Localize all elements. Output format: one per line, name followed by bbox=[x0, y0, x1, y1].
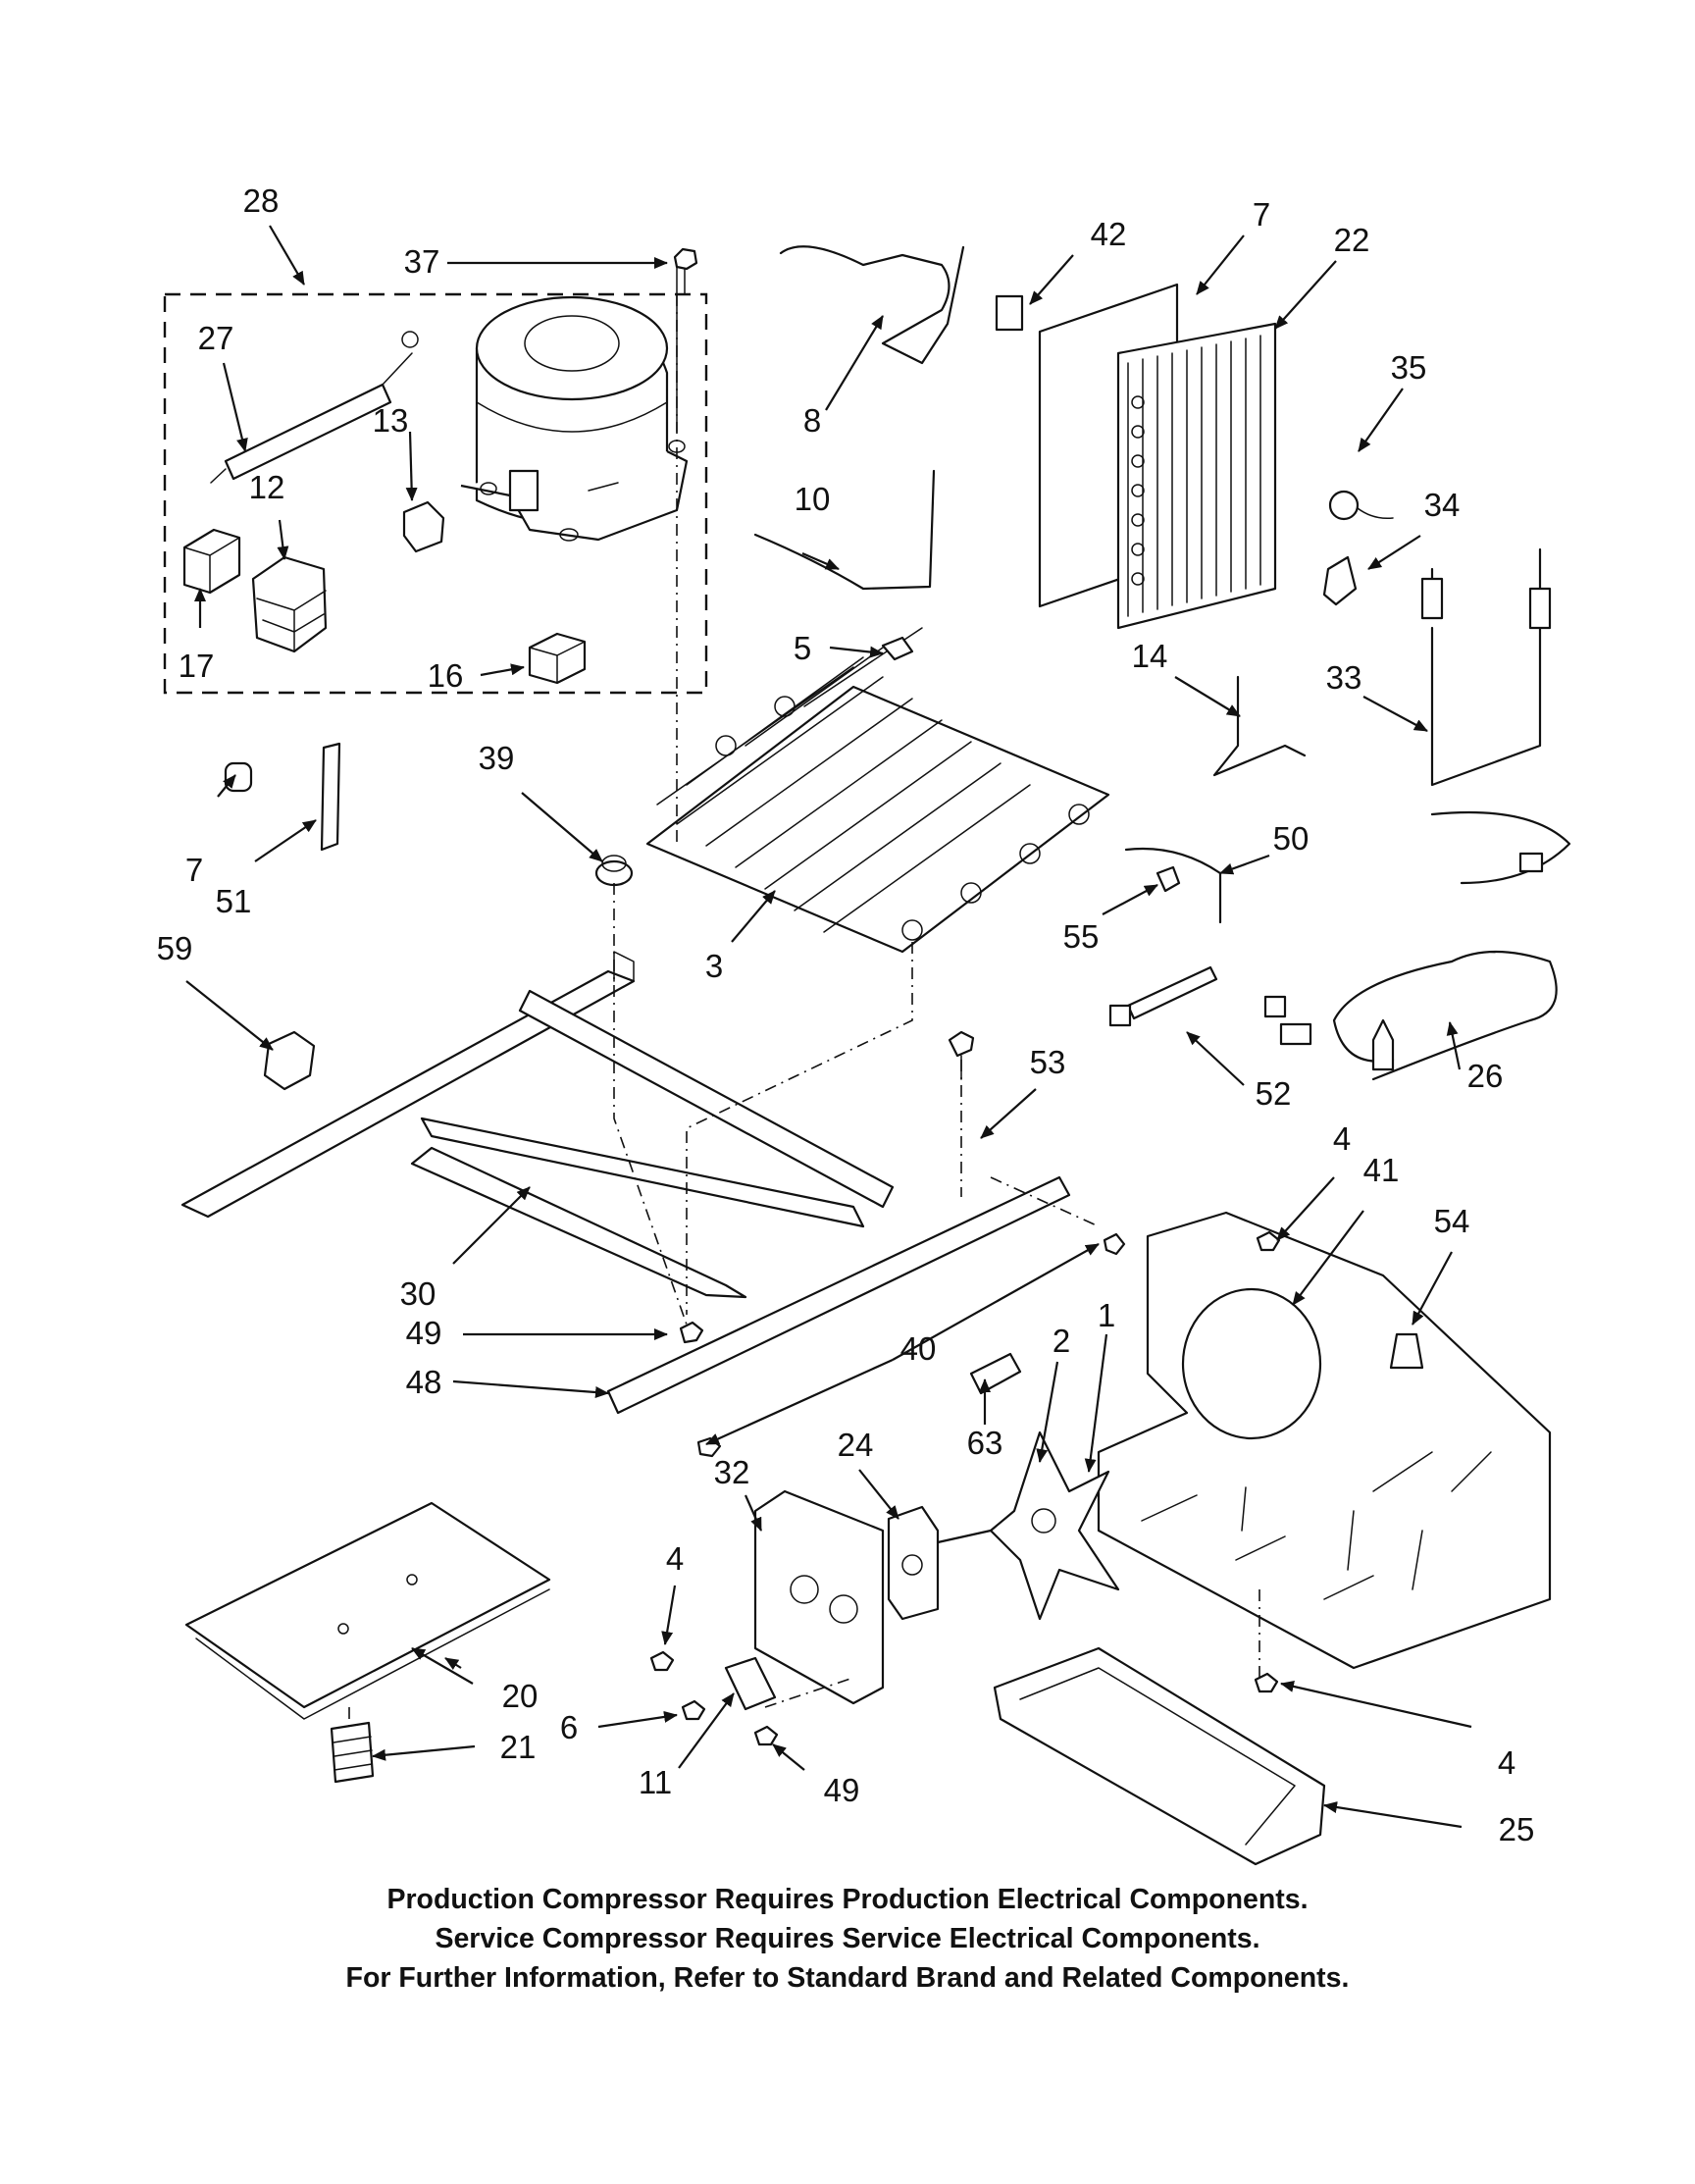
callout-label: 1 bbox=[1098, 1297, 1115, 1333]
callout-label: 14 bbox=[1132, 638, 1168, 674]
callout-label: 8 bbox=[803, 402, 821, 439]
callout-label: 42 bbox=[1091, 216, 1127, 252]
callout-label: 39 bbox=[479, 740, 515, 776]
callout-label: 32 bbox=[714, 1454, 750, 1490]
fan-motor-drawing bbox=[887, 1505, 993, 1621]
screw-53-drawing bbox=[948, 1030, 975, 1080]
callout-labels: 28 37 27 13 12 17 16 8 10 42 7 22 35 34 … bbox=[157, 182, 1535, 1847]
callout-label: 13 bbox=[373, 402, 409, 439]
centerlines bbox=[348, 294, 1260, 1733]
callout-label: 49 bbox=[824, 1772, 860, 1808]
callout-label: 16 bbox=[428, 657, 464, 694]
callout-label: 37 bbox=[404, 243, 440, 280]
thermistor-35-drawing bbox=[1328, 490, 1394, 521]
tube-10-drawing bbox=[753, 469, 936, 591]
tube-33-drawing bbox=[1420, 547, 1552, 787]
callout-label: 63 bbox=[967, 1425, 1003, 1461]
relay-drawing bbox=[251, 555, 328, 653]
callout-label: 51 bbox=[216, 883, 252, 919]
callout-label: 50 bbox=[1273, 820, 1310, 857]
callout-label: 52 bbox=[1256, 1075, 1292, 1112]
leader-lines bbox=[185, 225, 1472, 1829]
cover-panel-drawing bbox=[184, 1501, 551, 1720]
tube-8-drawing bbox=[779, 245, 965, 365]
cone-54-drawing bbox=[1389, 1332, 1424, 1370]
callout-label: 27 bbox=[198, 320, 234, 356]
spacer-63-drawing bbox=[969, 1352, 1022, 1395]
note-line: Production Compressor Requires Productio… bbox=[386, 1884, 1309, 1915]
bracket-32-drawing bbox=[753, 1489, 885, 1705]
callout-label: 5 bbox=[794, 630, 811, 666]
callout-label: 4 bbox=[1333, 1120, 1351, 1157]
relay-cover-drawing bbox=[528, 632, 587, 685]
callout-label: 55 bbox=[1063, 918, 1100, 955]
note-line: For Further Information, Refer to Standa… bbox=[345, 1962, 1350, 1994]
screw-37-drawing bbox=[673, 247, 698, 295]
callout-label: 28 bbox=[243, 182, 280, 219]
bracket-50-drawing bbox=[1124, 847, 1222, 924]
callout-label: 22 bbox=[1334, 222, 1370, 258]
callout-label: 33 bbox=[1326, 659, 1362, 696]
note-line: Service Compressor Requires Service Elec… bbox=[435, 1923, 1260, 1954]
overload-protector-drawing bbox=[182, 528, 241, 595]
callout-label: 24 bbox=[838, 1427, 874, 1463]
fan-blade-drawing bbox=[989, 1430, 1120, 1621]
callout-label: 54 bbox=[1434, 1203, 1470, 1239]
grommet-39-drawing bbox=[594, 855, 634, 887]
callout-label: 10 bbox=[795, 481, 831, 517]
callout-label: 49 bbox=[406, 1315, 442, 1351]
callout-label: 12 bbox=[249, 469, 285, 505]
callout-label: 35 bbox=[1391, 349, 1427, 386]
callout-label: 11 bbox=[639, 1764, 672, 1800]
callout-label: 26 bbox=[1467, 1058, 1504, 1094]
clip-34-drawing bbox=[1322, 555, 1358, 606]
callout-label: 25 bbox=[1499, 1811, 1535, 1847]
callout-label: 2 bbox=[1053, 1323, 1070, 1359]
spring-21-drawing bbox=[330, 1721, 375, 1784]
callout-label: 21 bbox=[500, 1729, 537, 1765]
base-plate-drawing bbox=[1097, 1211, 1552, 1670]
callout-label: 34 bbox=[1424, 487, 1461, 523]
footnotes: Production Compressor Requires Productio… bbox=[0, 1880, 1695, 1998]
callout-label: 7 bbox=[185, 852, 203, 888]
screw-55-drawing bbox=[1156, 865, 1181, 893]
compressor-drawing bbox=[460, 254, 689, 542]
callout-label: 17 bbox=[179, 648, 215, 684]
callout-label: 41 bbox=[1363, 1152, 1400, 1188]
compressor-assembly-box bbox=[163, 292, 708, 695]
clip-13-drawing bbox=[402, 500, 445, 553]
condenser-drawing bbox=[995, 283, 1277, 630]
callout-label: 4 bbox=[666, 1540, 684, 1577]
callout-label: 40 bbox=[900, 1330, 937, 1367]
drain-pan-drawing bbox=[993, 1646, 1326, 1866]
callout-label: 48 bbox=[406, 1364, 442, 1400]
tie-52-drawing bbox=[1108, 965, 1218, 1027]
callout-label: 4 bbox=[1498, 1744, 1515, 1781]
harness-26-drawing bbox=[1263, 810, 1571, 1081]
frame-rails-drawing bbox=[180, 951, 1071, 1415]
evaporator-coil-drawing bbox=[645, 627, 1110, 954]
callout-label: 20 bbox=[502, 1678, 539, 1714]
callout-label: 59 bbox=[157, 930, 193, 966]
callout-label: 6 bbox=[560, 1709, 578, 1745]
callout-label: 30 bbox=[400, 1275, 437, 1312]
drier-drawing bbox=[210, 331, 419, 484]
callout-label: 7 bbox=[1253, 196, 1270, 233]
callout-label: 53 bbox=[1030, 1044, 1066, 1080]
callout-label: 3 bbox=[705, 948, 723, 984]
bracket-14-drawing bbox=[1212, 675, 1307, 777]
plate-11-drawing bbox=[724, 1656, 777, 1711]
